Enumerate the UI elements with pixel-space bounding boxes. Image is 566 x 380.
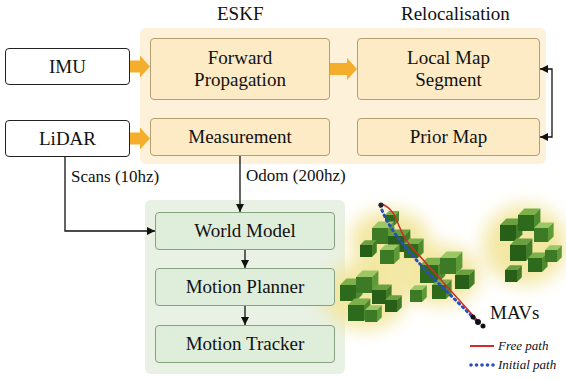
mav-dot <box>379 203 384 208</box>
cube-side <box>548 222 554 242</box>
cube-side <box>397 295 402 312</box>
cube-front <box>348 305 364 321</box>
cube-side <box>422 285 427 302</box>
edge-label: Scans (10hz) <box>71 167 159 187</box>
process-box: World Model <box>155 212 335 250</box>
edge-label: Odom (200hz) <box>246 166 346 186</box>
legend-sample-dot <box>491 363 495 367</box>
box-text: Measurement <box>188 126 291 148</box>
halo <box>323 260 407 330</box>
process-box: Motion Tracker <box>155 325 335 363</box>
box-text: Local Map Segment <box>383 47 515 91</box>
connector-line <box>540 69 552 137</box>
box-label: Forward Propagation <box>174 47 306 91</box>
arrow-head <box>241 260 249 268</box>
section-heading: Relocalisation <box>401 3 510 25</box>
yellow-halo <box>323 205 566 330</box>
legend-sample-line <box>470 345 494 347</box>
box-text: LiDAR <box>39 128 96 150</box>
box-text: Forward Propagation <box>174 47 306 91</box>
legend-sample-dot <box>475 363 479 367</box>
arrow-head <box>147 227 155 235</box>
cube-side <box>394 244 400 264</box>
legend-sample-dot <box>469 363 473 367</box>
legend-text: Initial path <box>498 357 556 372</box>
legend-sample-dot <box>480 363 484 367</box>
box-label: LiDAR <box>39 128 96 150</box>
free-path <box>382 204 478 321</box>
initial-path <box>380 205 478 322</box>
legend-text: Free path <box>498 338 548 353</box>
process-box: Forward Propagation <box>150 38 330 100</box>
cube-front <box>380 250 394 264</box>
cube-front <box>455 275 469 289</box>
box-label: Motion Planner <box>186 276 305 298</box>
arrow-head <box>236 204 244 212</box>
cube-front <box>534 228 548 242</box>
block-arrow <box>130 128 150 150</box>
cube-front <box>385 300 397 312</box>
cube-front <box>545 250 557 262</box>
cube-front <box>372 290 386 304</box>
connector-line <box>239 156 240 212</box>
box-text: Motion Tracker <box>186 333 305 355</box>
halo <box>483 205 566 285</box>
cube-front <box>528 258 542 272</box>
box-label: Measurement <box>188 126 291 148</box>
arrow-head <box>540 65 548 73</box>
cube-front <box>500 225 516 241</box>
process-box: LiDAR <box>5 120 130 157</box>
legend-sample-dot <box>486 363 490 367</box>
box-text: World Model <box>194 220 295 242</box>
cube-front <box>510 245 526 261</box>
box-label: IMU <box>49 56 86 78</box>
cube-front <box>365 310 377 322</box>
mav-dot <box>475 319 481 325</box>
process-box: Motion Planner <box>155 268 335 306</box>
halo <box>400 245 480 305</box>
process-box: Local Map Segment <box>357 38 540 100</box>
mav-dot <box>481 324 486 329</box>
cube-front <box>340 285 356 301</box>
mav-dot <box>471 315 476 320</box>
cube-side <box>517 265 522 282</box>
process-box: Measurement <box>150 118 330 156</box>
cube-front <box>410 290 422 302</box>
section-heading: ESKF <box>217 3 263 25</box>
cube-side <box>557 245 562 262</box>
box-text: Prior Map <box>410 126 488 148</box>
cube-front <box>505 270 517 282</box>
cube-front <box>356 277 372 293</box>
box-label: Motion Tracker <box>186 333 305 355</box>
cube-side <box>372 240 377 257</box>
cube-front <box>518 215 534 231</box>
process-box: Prior Map <box>357 118 540 156</box>
box-text: Motion Planner <box>186 276 305 298</box>
cube-front <box>360 245 372 257</box>
box-label: World Model <box>194 220 295 242</box>
box-label: Local Map Segment <box>383 47 515 91</box>
process-box: IMU <box>5 48 130 85</box>
block-arrow <box>130 56 150 78</box>
cube-side <box>377 305 382 322</box>
block-arrow <box>330 58 357 80</box>
box-text: IMU <box>49 56 86 78</box>
arrow-head <box>241 317 249 325</box>
box-label: Prior Map <box>410 126 488 148</box>
arrow-head <box>540 133 548 141</box>
cube-side <box>469 269 475 289</box>
illustration-label: MAVs <box>490 302 539 324</box>
cube-front <box>440 258 456 274</box>
